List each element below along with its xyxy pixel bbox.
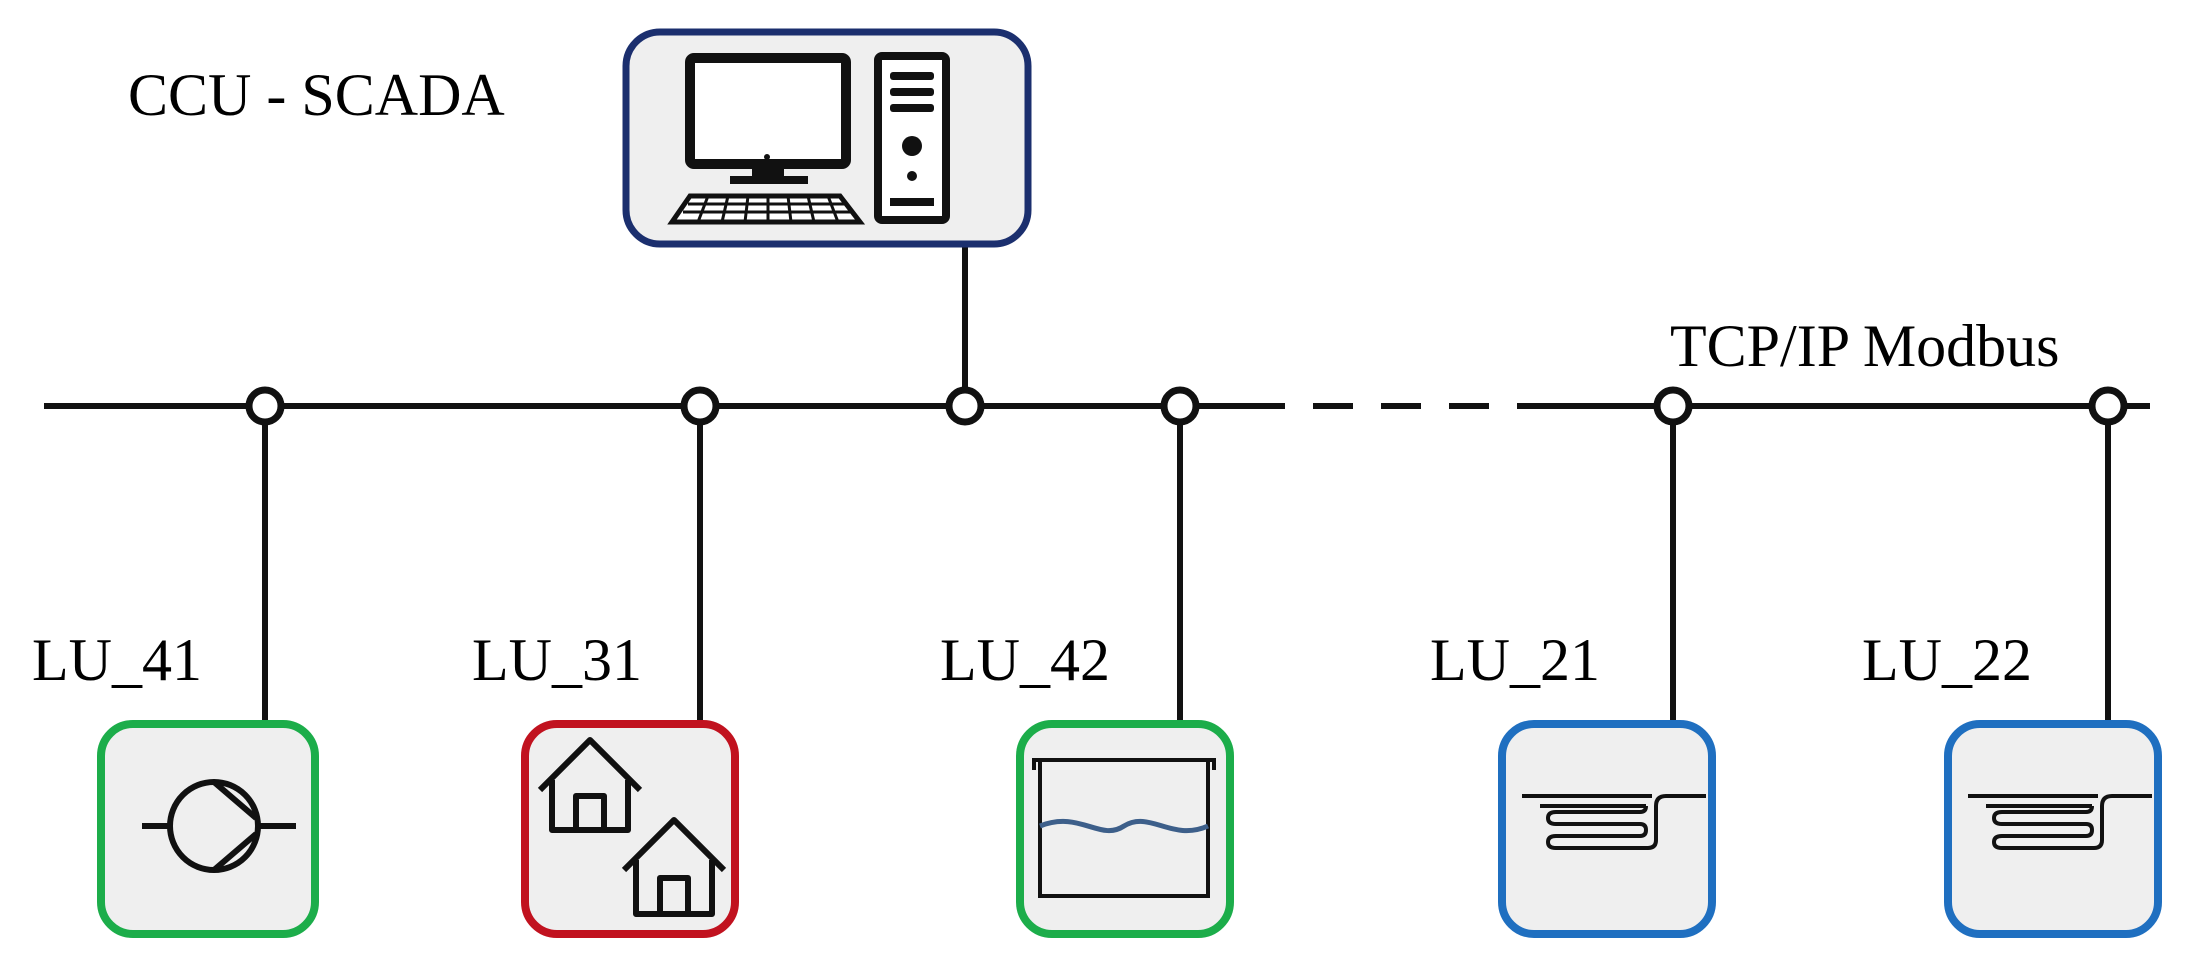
heat-exchanger-icon	[1968, 794, 2152, 850]
unit-lu31[interactable]: LU_31	[472, 627, 739, 938]
junction-lu41	[245, 386, 285, 426]
bus-label: TCP/IP Modbus	[1670, 313, 2060, 379]
junction-lu22	[2088, 386, 2128, 426]
unit-lu41[interactable]: LU_41	[32, 627, 319, 938]
unit-lu42[interactable]: LU_42	[940, 627, 1234, 938]
bus-junctions	[245, 386, 2128, 426]
unit-label-lu31: LU_31	[472, 627, 642, 693]
junction-lu31	[680, 386, 720, 426]
houses-icon	[537, 737, 727, 917]
junction-lu42	[1160, 386, 1200, 426]
unit-lu21[interactable]: LU_21	[1430, 627, 1716, 938]
unit-lu22[interactable]: LU_22	[1862, 627, 2162, 938]
drop-lines	[262, 246, 2111, 724]
computer-icon	[667, 52, 950, 225]
scada-label: CCU - SCADA	[128, 62, 505, 128]
junction-lu21	[1653, 386, 1693, 426]
junction-scada	[945, 386, 985, 426]
unit-label-lu21: LU_21	[1430, 627, 1600, 693]
unit-label-lu42: LU_42	[940, 627, 1110, 693]
unit-label-lu22: LU_22	[1862, 627, 2032, 693]
unit-label-lu41: LU_41	[32, 627, 202, 693]
scada-node[interactable]	[622, 28, 1032, 248]
pump-icon	[142, 779, 296, 873]
heat-exchanger-icon	[1522, 794, 1706, 850]
tank-icon	[1032, 758, 1216, 898]
